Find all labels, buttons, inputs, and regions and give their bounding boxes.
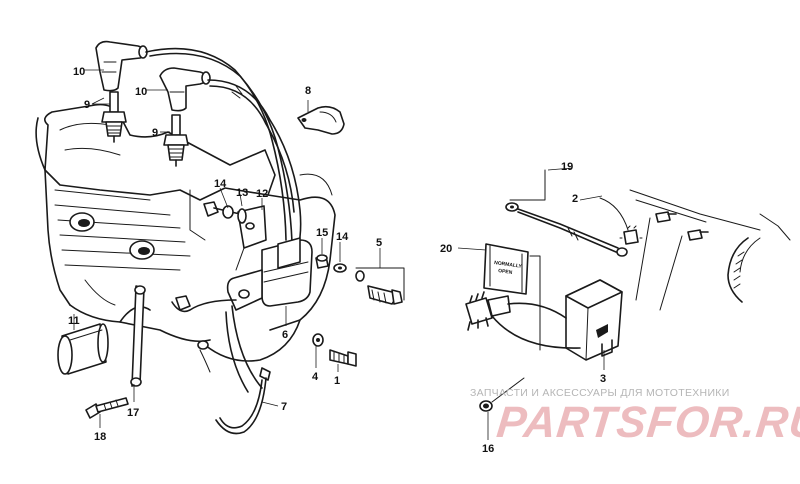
callout-18: 18 <box>94 431 106 443</box>
frame-outline <box>629 189 791 303</box>
washer-lower <box>312 333 324 347</box>
callout-12: 12 <box>256 188 268 200</box>
engine-cylinder-head <box>35 103 336 373</box>
callout-16: 16 <box>482 443 494 455</box>
bolt-lower <box>329 349 357 367</box>
callout-11: 11 <box>68 315 80 327</box>
callout-5: 5 <box>376 237 382 249</box>
callout-6: 6 <box>282 329 288 341</box>
decal-line-2: OPEN <box>498 268 513 276</box>
spark-plug-front <box>101 91 127 143</box>
callout-9b: 9 <box>152 127 158 139</box>
callout-19: 19 <box>561 161 573 173</box>
ground-lead <box>505 169 628 257</box>
callout-9a: 9 <box>84 99 90 111</box>
stay-plate <box>130 285 146 387</box>
callout-13: 13 <box>236 187 248 199</box>
high-tension-leads <box>145 47 302 249</box>
callout-14a: 14 <box>214 178 227 190</box>
lead-clamp <box>297 105 345 135</box>
wire-band <box>215 367 271 435</box>
ignition-coil <box>226 237 313 311</box>
callout-2: 2 <box>572 193 578 205</box>
callout-10b: 10 <box>135 86 147 98</box>
decal-label: NORMALLY OPEN <box>483 243 541 351</box>
plug-cap-nut <box>599 197 643 245</box>
spark-plug-rear <box>163 114 189 167</box>
decal-line-1: NORMALLY <box>494 260 523 270</box>
callout-14b: 14 <box>336 231 349 243</box>
cdi-connector <box>465 291 581 349</box>
callout-7: 7 <box>281 401 287 413</box>
callout-labels: 10 10 9 9 8 14 13 12 15 14 5 6 4 1 11 17… <box>68 66 606 455</box>
bolt-set <box>355 267 405 305</box>
bracket-bolt <box>203 201 241 217</box>
spacer-collar <box>315 254 329 269</box>
callout-1: 1 <box>334 375 340 387</box>
callout-4: 4 <box>312 371 319 383</box>
cdi-unit <box>565 279 623 361</box>
rubber-cover <box>57 323 109 375</box>
leader-lines <box>73 69 605 440</box>
coil-wiring <box>171 295 263 393</box>
grommet <box>479 377 525 412</box>
callout-20: 20 <box>440 243 452 255</box>
stay-bolt <box>85 397 129 419</box>
watermark-caption: ЗАПЧАСТИ И АКСЕССУАРЫ ДЛЯ МОТОТЕХНИКИ <box>470 387 730 399</box>
callout-8: 8 <box>305 85 311 97</box>
callout-10a: 10 <box>73 66 85 78</box>
callout-15: 15 <box>316 227 328 239</box>
watermark-logo: PARTSFOR.RU <box>494 398 800 447</box>
plug-cap-rear <box>159 67 211 112</box>
bracket-washers <box>222 205 247 224</box>
callout-17: 17 <box>127 407 139 419</box>
callout-3: 3 <box>600 373 606 385</box>
washer-right <box>333 263 347 273</box>
plug-cap-front <box>95 40 148 92</box>
terminal-plugs <box>635 211 709 311</box>
